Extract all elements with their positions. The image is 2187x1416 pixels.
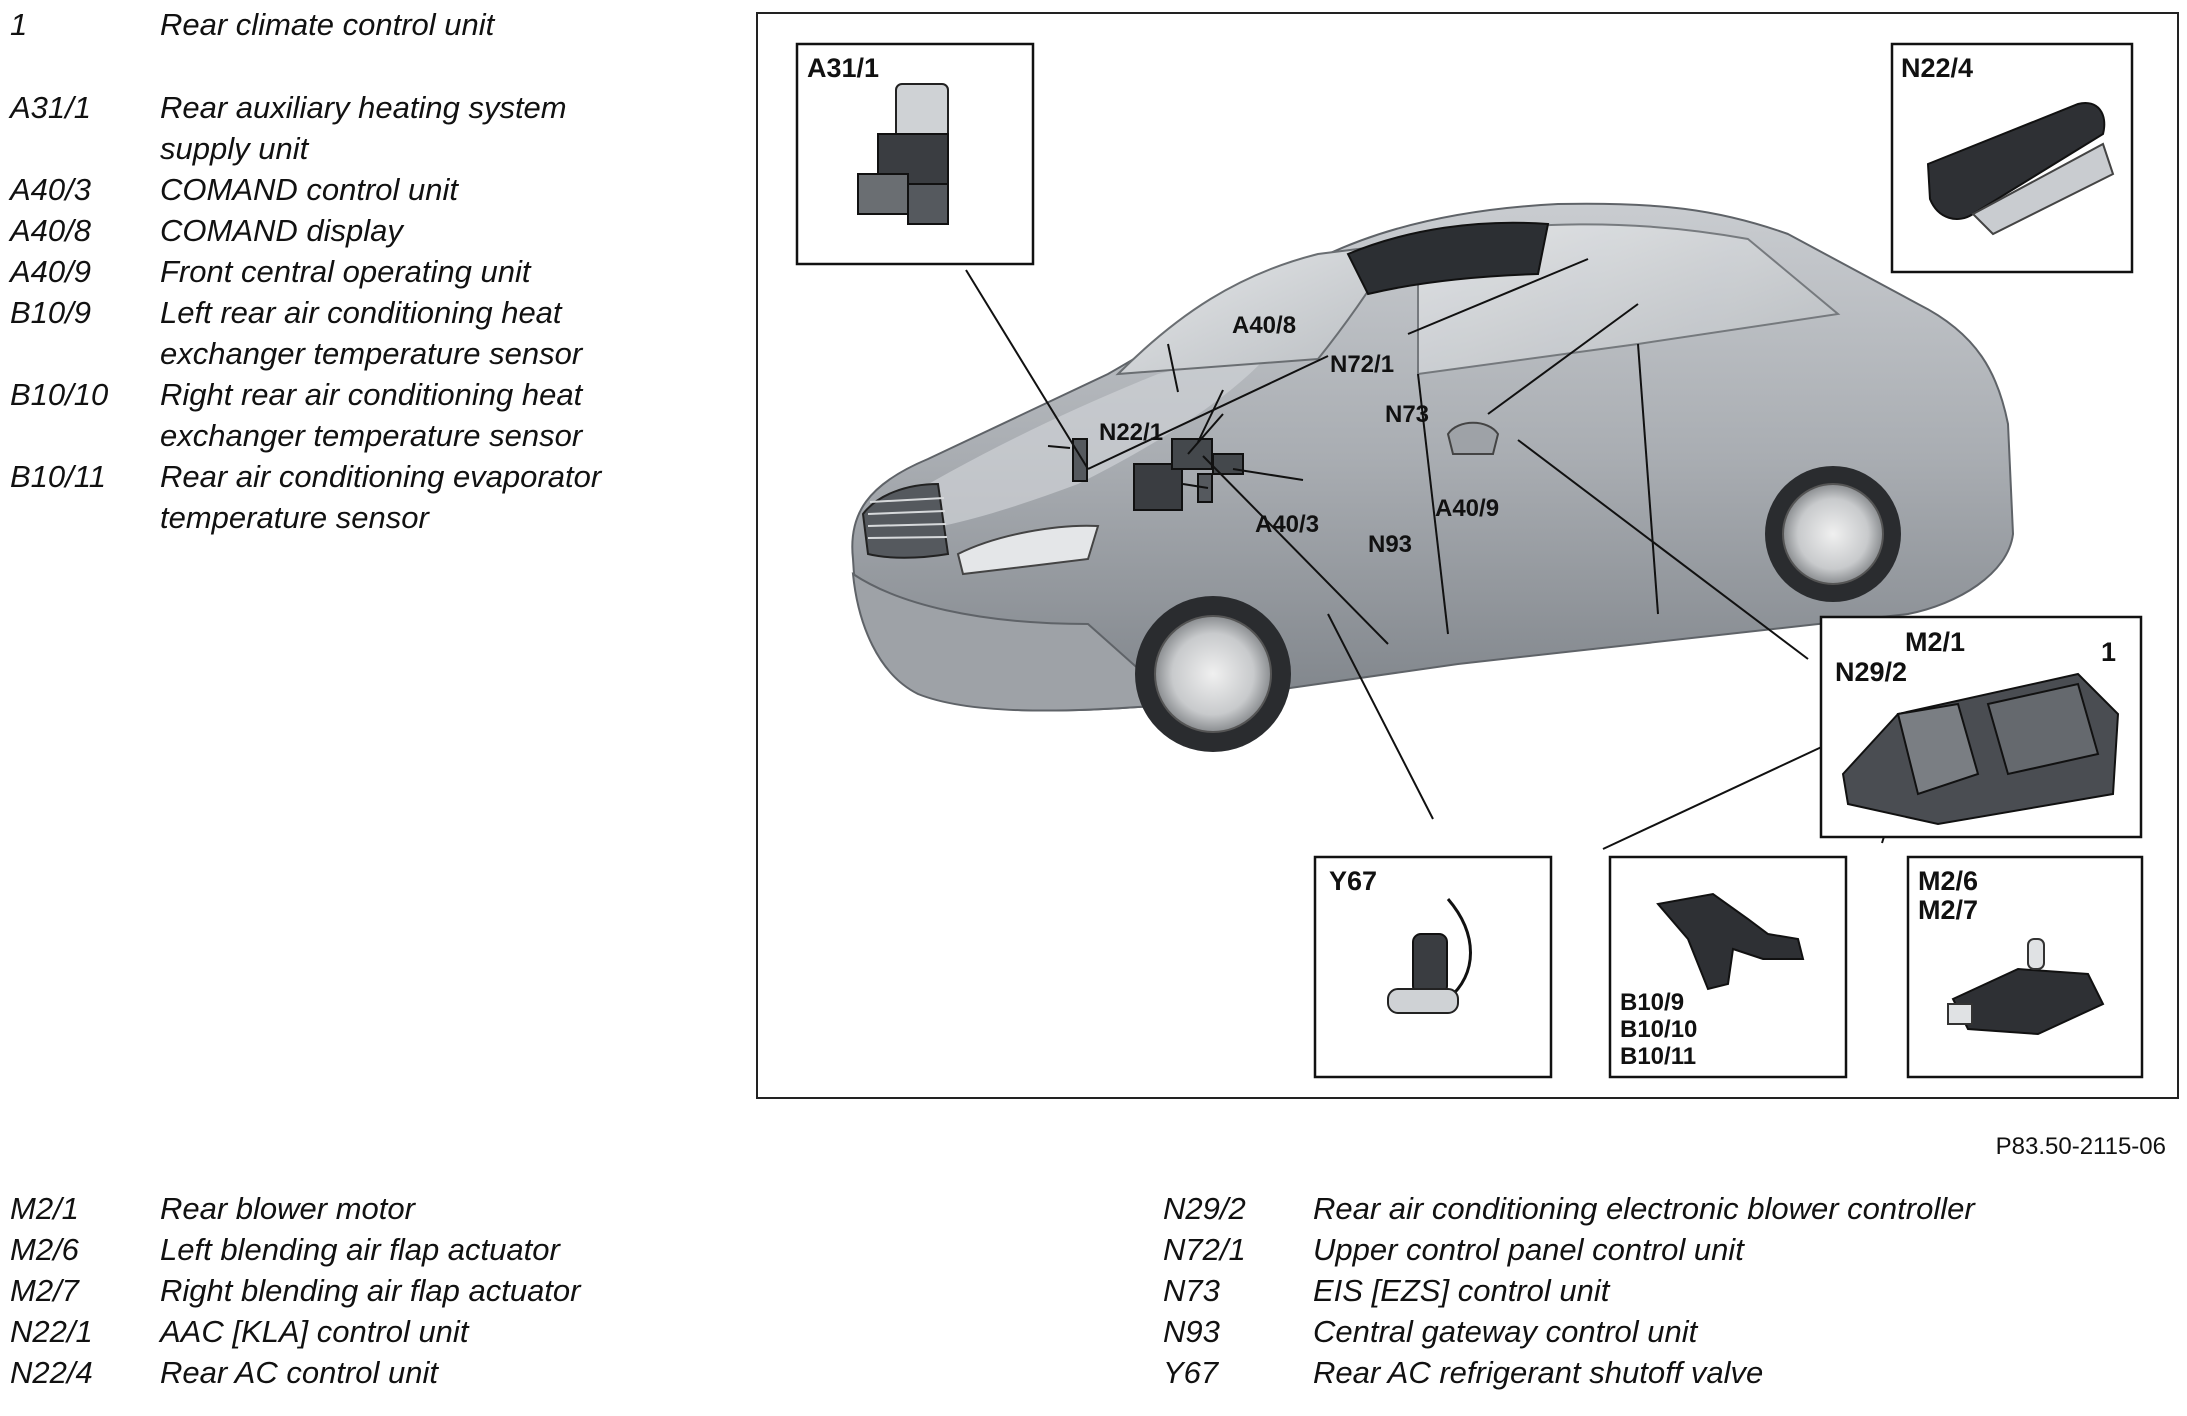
legend-bottom-left: M2/1 Rear blower motor M2/6 Left blendin… [10, 1188, 910, 1393]
callout-label: N93 [1368, 531, 1412, 558]
legend-row: N22/4 Rear AC control unit [10, 1352, 910, 1393]
legend-top: 1 Rear climate control unit A31/1 Rear a… [10, 4, 670, 538]
legend-row: N72/1 Upper control panel control unit [1163, 1229, 2163, 1270]
legend-row: A40/8 COMAND display [10, 210, 670, 251]
callout-label: M2/1 [1905, 627, 1965, 657]
callout-label: B10/9 [1620, 989, 1684, 1016]
callout-rear-climate-unit: N29/2 M2/1 1 [1819, 615, 2143, 839]
legend-row: 1 Rear climate control unit [10, 4, 670, 45]
legend-desc: COMAND display [160, 213, 403, 248]
legend-row: M2/7 Right blending air flap actuator [10, 1270, 910, 1311]
callout-n22-4: N22/4 [1890, 42, 2134, 274]
legend-row: A40/9 Front central operating unit [10, 251, 670, 292]
legend-desc: Right blending air flap actuator [160, 1273, 581, 1308]
callout-y67: Y67 [1313, 855, 1553, 1079]
callout-a31-1: A31/1 [795, 42, 1035, 266]
callout-label: Y67 [1329, 866, 1377, 896]
legend-desc: Rear climate control unit [160, 7, 495, 42]
legend-desc: Rear air conditioning electronic blower … [1313, 1191, 1975, 1226]
callout-label: N22/4 [1901, 53, 1973, 83]
legend-row: N29/2 Rear air conditioning electronic b… [1163, 1188, 2163, 1229]
legend-row: N73 EIS [EZS] control unit [1163, 1270, 2163, 1311]
legend-row: Y67 Rear AC refrigerant shutoff valve [1163, 1352, 2163, 1393]
diagram-frame: A31/1 N22/4 N29/2 M2/1 1 Y67 [756, 12, 2179, 1099]
legend-desc: Rear AC refrigerant shutoff valve [1313, 1355, 1764, 1390]
legend-code: N73 [1163, 1273, 1220, 1308]
legend-code: B10/10 [10, 377, 109, 412]
legend-code: B10/11 [10, 459, 106, 494]
legend-bottom-right: N29/2 Rear air conditioning electronic b… [1163, 1188, 2163, 1393]
callout-m2-6-m2-7: M2/6 M2/7 [1906, 855, 2144, 1079]
legend-desc: Rear blower motor [160, 1191, 415, 1226]
legend-code: Y67 [1163, 1355, 1219, 1390]
legend-desc: Left blending air flap actuator [160, 1232, 560, 1267]
legend-code: A40/9 [10, 254, 92, 289]
legend-code: N22/1 [10, 1314, 93, 1349]
legend-code: N72/1 [1163, 1232, 1246, 1267]
legend-desc: Rear AC control unit [160, 1355, 438, 1390]
callout-label: N29/2 [1835, 657, 1907, 687]
legend-row: M2/1 Rear blower motor [10, 1188, 910, 1229]
callout-label: N73 [1385, 401, 1429, 428]
legend-code: N29/2 [1163, 1191, 1246, 1226]
callout-label: A31/1 [807, 53, 879, 83]
legend-row: N22/1 AAC [KLA] control unit [10, 1311, 910, 1352]
callout-label: 1 [2101, 637, 2116, 667]
legend-code: 1 [10, 7, 28, 42]
legend-code: M2/1 [10, 1191, 79, 1226]
legend-row: N93 Central gateway control unit [1163, 1311, 2163, 1352]
car-illustration [851, 202, 2015, 752]
legend-desc: Front central operating unit [160, 254, 531, 289]
legend-desc: Central gateway control unit [1313, 1314, 1698, 1349]
callout-label: A40/9 [1435, 495, 1499, 522]
callout-label: A40/8 [1232, 312, 1296, 339]
figure-id: P83.50-2115-06 [1995, 1133, 2166, 1160]
legend-desc: AAC [KLA] control unit [160, 1314, 469, 1349]
callout-b10: B10/9 B10/10 B10/11 [1608, 855, 1848, 1079]
legend-desc: EIS [EZS] control unit [1313, 1273, 1610, 1308]
legend-code: A31/1 [10, 90, 92, 125]
callout-label: B10/10 [1620, 1016, 1697, 1043]
callout-label: N72/1 [1330, 351, 1394, 378]
legend-row: A40/3 COMAND control unit [10, 169, 670, 210]
callout-label: A40/3 [1255, 511, 1319, 538]
legend-code: N22/4 [10, 1355, 93, 1390]
legend-code: N93 [1163, 1314, 1220, 1349]
legend-code: A40/8 [10, 213, 92, 248]
legend-row: M2/6 Left blending air flap actuator [10, 1229, 910, 1270]
callout-label: M2/7 [1918, 895, 1978, 925]
legend-code: B10/9 [10, 295, 92, 330]
legend-desc: Upper control panel control unit [1313, 1232, 1744, 1267]
legend-code: M2/7 [10, 1273, 79, 1308]
car-labels: A40/8 N72/1 N73 N22/1 A40/3 A40/9 N93 [1099, 312, 1499, 558]
callout-label: N22/1 [1099, 419, 1163, 446]
legend-desc: COMAND control unit [160, 172, 459, 207]
callout-label: M2/6 [1918, 866, 1978, 896]
callout-label: B10/11 [1620, 1043, 1696, 1070]
legend-code: A40/3 [10, 172, 92, 207]
component-location-diagram: A31/1 N22/4 N29/2 M2/1 1 Y67 [795, 42, 2144, 1079]
legend-code: M2/6 [10, 1232, 79, 1267]
